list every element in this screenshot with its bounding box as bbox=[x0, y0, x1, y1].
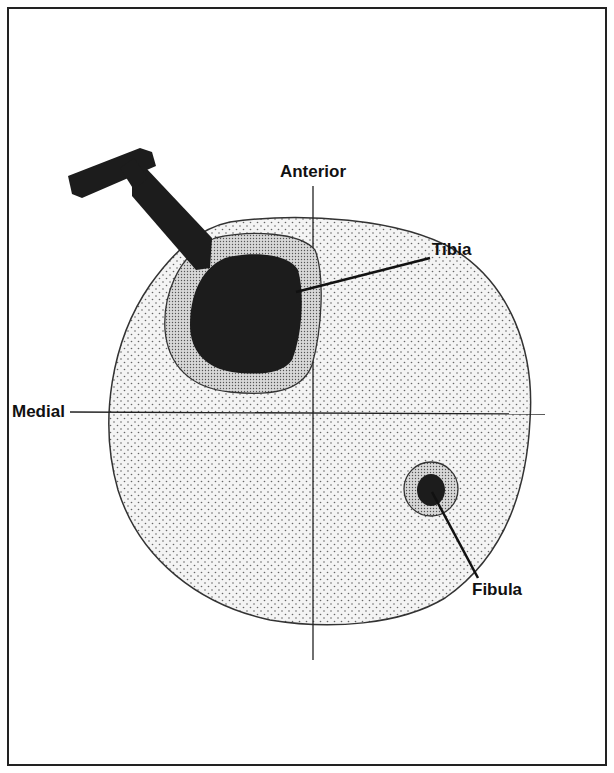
leg-outline bbox=[109, 218, 531, 625]
leader-line bbox=[432, 492, 478, 578]
frame bbox=[8, 8, 606, 765]
part-label: Fibula bbox=[472, 581, 522, 600]
fibula-periosteum bbox=[404, 462, 458, 516]
tibia-bone bbox=[190, 254, 302, 373]
leader-line bbox=[296, 258, 430, 292]
axis-line bbox=[70, 412, 545, 414]
fibula-bone bbox=[417, 474, 445, 506]
intraosseous-needle bbox=[68, 148, 212, 270]
part-label: Tibia bbox=[432, 241, 471, 260]
direction-label: Medial bbox=[12, 403, 65, 422]
direction-label: Anterior bbox=[280, 163, 346, 182]
